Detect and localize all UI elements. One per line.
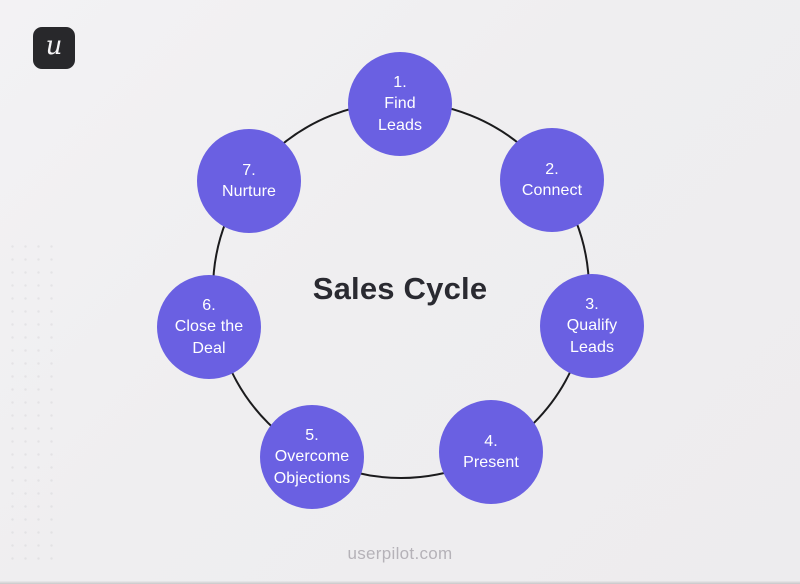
bottom-edge-shadow — [0, 581, 800, 584]
node-label: Qualify Leads — [566, 317, 618, 356]
node-number: 6. — [202, 297, 216, 315]
node-number: 7. — [242, 161, 256, 179]
userpilot-logo-letter: u — [45, 31, 63, 61]
cycle-node-overcome-objections: 5. Overcome Objections — [260, 405, 364, 509]
node-number: 3. — [585, 296, 599, 314]
node-label: Nurture — [221, 183, 277, 200]
node-number: 4. — [484, 432, 498, 450]
footer-url: userpilot.com — [347, 544, 453, 563]
cycle-node-nurture: 7. Nurture — [197, 129, 301, 233]
node-label: Present — [463, 454, 519, 471]
cycle-node-qualify-leads: 3. Qualify Leads — [540, 274, 644, 378]
node-number: 1. — [393, 74, 407, 92]
node-number: 5. — [305, 427, 319, 445]
node-label: Overcome Objections — [273, 448, 351, 487]
node-number: 2. — [545, 160, 559, 178]
cycle-node-connect: 2. Connect — [500, 128, 604, 232]
diagram-title: Sales Cycle — [312, 271, 488, 306]
node-label: Find Leads — [377, 95, 423, 134]
node-label: Connect — [521, 182, 583, 199]
cycle-node-find-leads: 1. Find Leads — [348, 52, 452, 156]
cycle-node-close-the-deal: 6. Close the Deal — [157, 275, 261, 379]
cycle-node-present: 4. Present — [439, 400, 543, 504]
userpilot-logo: u — [33, 27, 75, 69]
node-label: Close the Deal — [174, 318, 244, 357]
